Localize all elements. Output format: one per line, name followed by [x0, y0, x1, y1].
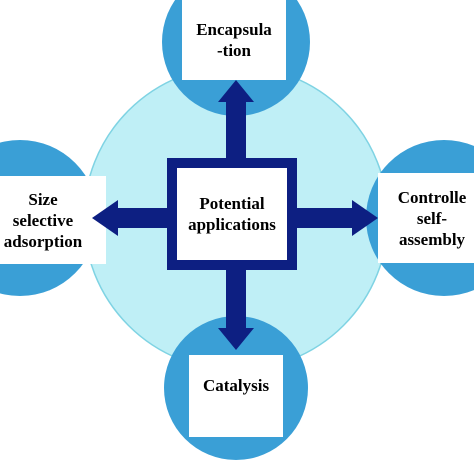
- node-label-right: Controlle self- assembly: [390, 175, 474, 261]
- node-box-top: [182, 0, 286, 80]
- center-label-line-1: Potential: [199, 194, 265, 213]
- center-label-line-2: applications: [188, 215, 276, 234]
- node-label-left-line-3: adsorption: [3, 231, 83, 251]
- node-label-left-line-2: selective: [12, 210, 74, 230]
- node-box-left: [0, 176, 106, 264]
- node-label-top-line-1: Encapsula: [196, 20, 272, 39]
- arrow-left: [92, 200, 174, 236]
- node-box-right: [378, 173, 474, 263]
- arrow-right: [296, 200, 378, 236]
- node-label-left-line-1: Size: [28, 189, 58, 209]
- node-label-right-line-2: self-: [416, 208, 448, 228]
- node-label-bottom-line-1: Catalysis: [202, 375, 270, 395]
- center-box-inner: [177, 168, 287, 260]
- node-label-bottom: Catalysis: [189, 355, 283, 415]
- node-label-right-line-3: assembly: [398, 229, 466, 249]
- node-label-right-line-1: Controlle: [397, 187, 467, 207]
- node-label-left: Size selective adsorption: [0, 178, 86, 262]
- center-label: Potential applications: [177, 168, 287, 260]
- node-label-top: Encapsula -tion: [182, 2, 286, 78]
- node-box-bottom: [189, 355, 283, 437]
- arrow-down: [218, 270, 254, 350]
- arrow-up: [218, 80, 254, 160]
- node-label-top-line-2: -tion: [217, 41, 251, 60]
